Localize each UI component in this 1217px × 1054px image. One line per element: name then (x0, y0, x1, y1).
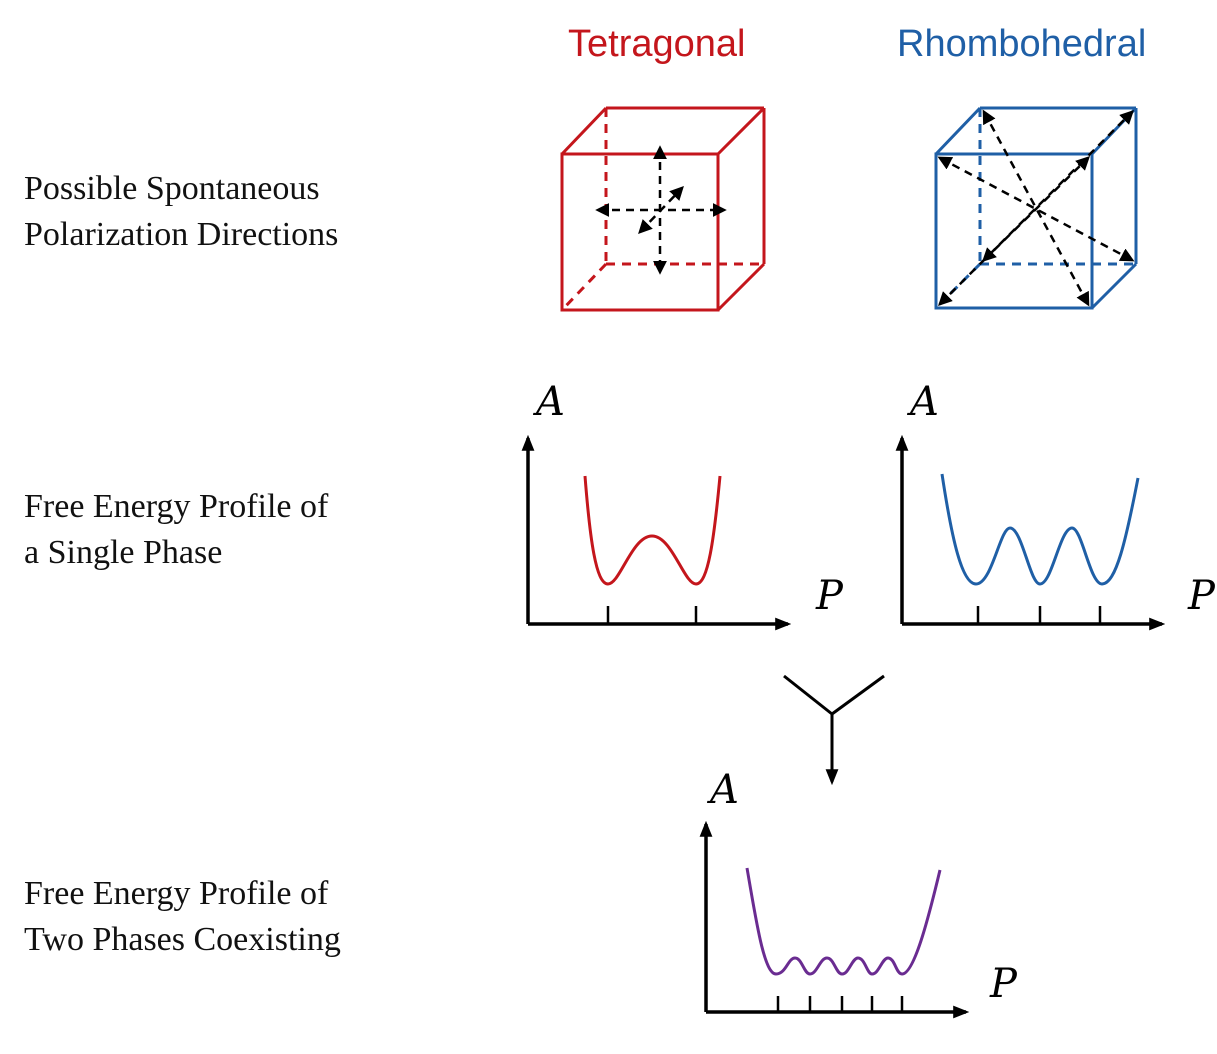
y-axis-letter-coexisting: A (710, 767, 739, 813)
cube-edge (1090, 262, 1138, 310)
multi-well-curve (745, 867, 942, 976)
tetragonal-title: Tetragonal (568, 23, 746, 65)
tetragonal-cube (560, 106, 766, 312)
merge-line-left (783, 674, 833, 716)
polarization-arrow (938, 110, 1134, 306)
row-label-polarization-directions: Possible Spontaneous Polarization Direct… (24, 166, 338, 258)
rhombohedral-energy-plot (895, 434, 1166, 631)
row-label-line: Free Energy Profile of (24, 875, 329, 912)
row-label-line: Two Phases Coexisting (24, 921, 341, 958)
y-axis-letter-rhombohedral: A (910, 379, 939, 425)
cube-edge (716, 262, 766, 312)
row-label-line: Possible Spontaneous (24, 170, 320, 207)
polarization-arrow (638, 185, 684, 235)
polarization-arrow (982, 156, 1090, 262)
x-axis-letter-rhombohedral: P (1188, 573, 1215, 619)
cube-hidden-edge (560, 262, 608, 312)
merge-line-right (831, 674, 885, 716)
cube-edge (934, 106, 982, 156)
double-well-curve (583, 475, 722, 586)
row-label-line: Free Energy Profile of (24, 488, 329, 525)
x-axis-letter-tetragonal: P (816, 573, 843, 619)
row-label-two-phases: Free Energy Profile of Two Phases Coexis… (24, 871, 341, 963)
row-label-line: a Single Phase (24, 534, 223, 571)
tetragonal-polarization-arrows (595, 145, 727, 275)
rhombohedral-title: Rhombohedral (897, 23, 1147, 65)
coexisting-energy-plot (699, 820, 970, 1019)
triple-well-curve (940, 473, 1140, 586)
y-axis-letter-tetragonal: A (536, 379, 565, 425)
cube-edge (716, 106, 766, 156)
x-axis-letter-coexisting: P (990, 961, 1017, 1007)
tetragonal-energy-plot (521, 434, 792, 631)
row-label-single-phase: Free Energy Profile of a Single Phase (24, 484, 328, 576)
merge-arrow (783, 674, 885, 786)
cube-front-face (560, 152, 720, 312)
row-label-line: Polarization Directions (24, 216, 339, 253)
cube-edge (560, 106, 608, 156)
rhombohedral-polarization-arrows (937, 109, 1135, 307)
